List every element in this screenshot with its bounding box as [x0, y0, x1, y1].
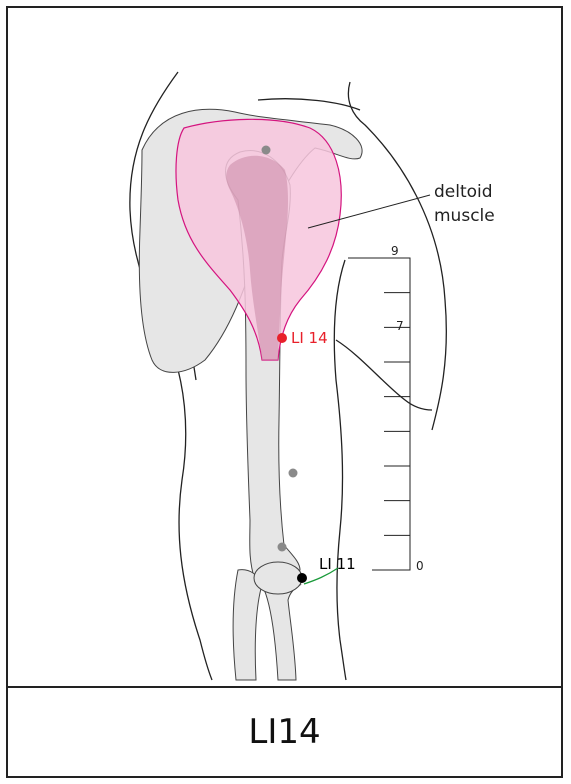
scale-label-top: 9 [391, 244, 399, 258]
li11-point-label: LI 11 [319, 555, 356, 573]
reference-dot-shoulder [262, 146, 271, 155]
proportional-scale [348, 258, 410, 570]
deltoid-label-line2: muscle [434, 206, 495, 226]
scale-label-mid: 7 [396, 319, 404, 333]
figure-caption: LI14 [6, 688, 563, 776]
scale-label-bottom: 0 [416, 559, 424, 573]
reference-dot-elbow [278, 543, 287, 552]
li14-point-label: LI 14 [291, 329, 328, 347]
torso-side-outline [334, 260, 346, 680]
scale-bar [348, 258, 410, 570]
chest-crease [336, 340, 432, 410]
neck-outline [258, 99, 360, 110]
deltoid-label-line1: deltoid [434, 182, 493, 202]
li14-point-marker[interactable] [277, 333, 287, 343]
li11-point-marker[interactable] [297, 573, 307, 583]
reference-dot-mid-arm [289, 469, 298, 478]
radius [262, 585, 300, 680]
elbow-joint [254, 562, 302, 594]
